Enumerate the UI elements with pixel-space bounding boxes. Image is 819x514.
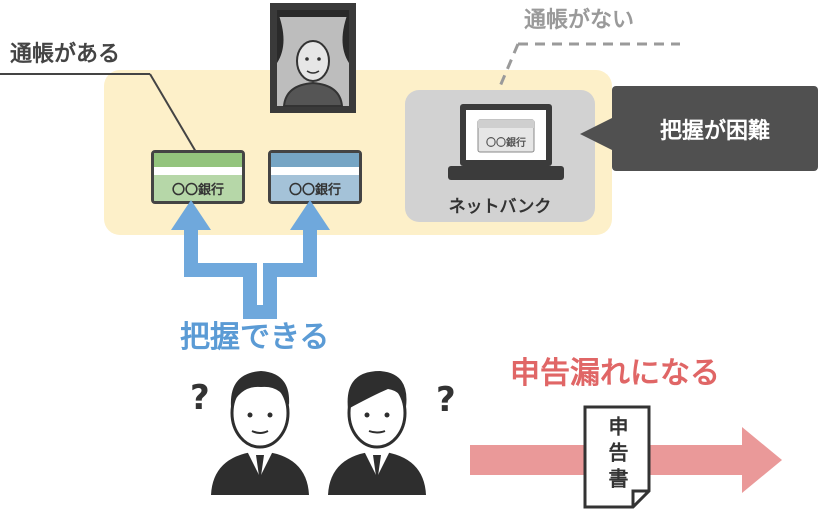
person-icon-right <box>328 371 426 495</box>
person-icon-left <box>211 371 309 495</box>
passbook-icon-green: 〇〇銀行 <box>151 150 245 204</box>
net-bank-label: ネットバンク <box>448 197 552 217</box>
document-label: 申告書 <box>605 416 629 494</box>
callout-tail <box>580 118 612 150</box>
question-mark-right: ? <box>436 380 456 420</box>
no-passbook-label: 通帳がない <box>524 8 635 33</box>
screen-card-label: 〇〇銀行 <box>486 138 526 149</box>
has-passbook-pointer <box>149 73 197 153</box>
no-passbook-pointer <box>485 43 520 118</box>
laptop-icon <box>448 104 564 180</box>
question-mark-left: ? <box>190 378 210 418</box>
blue-arrow-icon <box>171 200 330 319</box>
portrait-icon <box>270 3 356 113</box>
hard-to-grasp-callout: 把握が困難 <box>612 86 818 171</box>
has-passbook-label: 通帳がある <box>10 42 121 67</box>
can-grasp-label: 把握できる <box>180 320 330 355</box>
document-icon <box>583 405 651 509</box>
missed-filing-label: 申告漏れになる <box>510 356 720 391</box>
passbook-2-label: 〇〇銀行 <box>271 175 359 201</box>
passbook-1-label: 〇〇銀行 <box>154 175 242 201</box>
passbook-icon-blue: 〇〇銀行 <box>268 150 362 204</box>
